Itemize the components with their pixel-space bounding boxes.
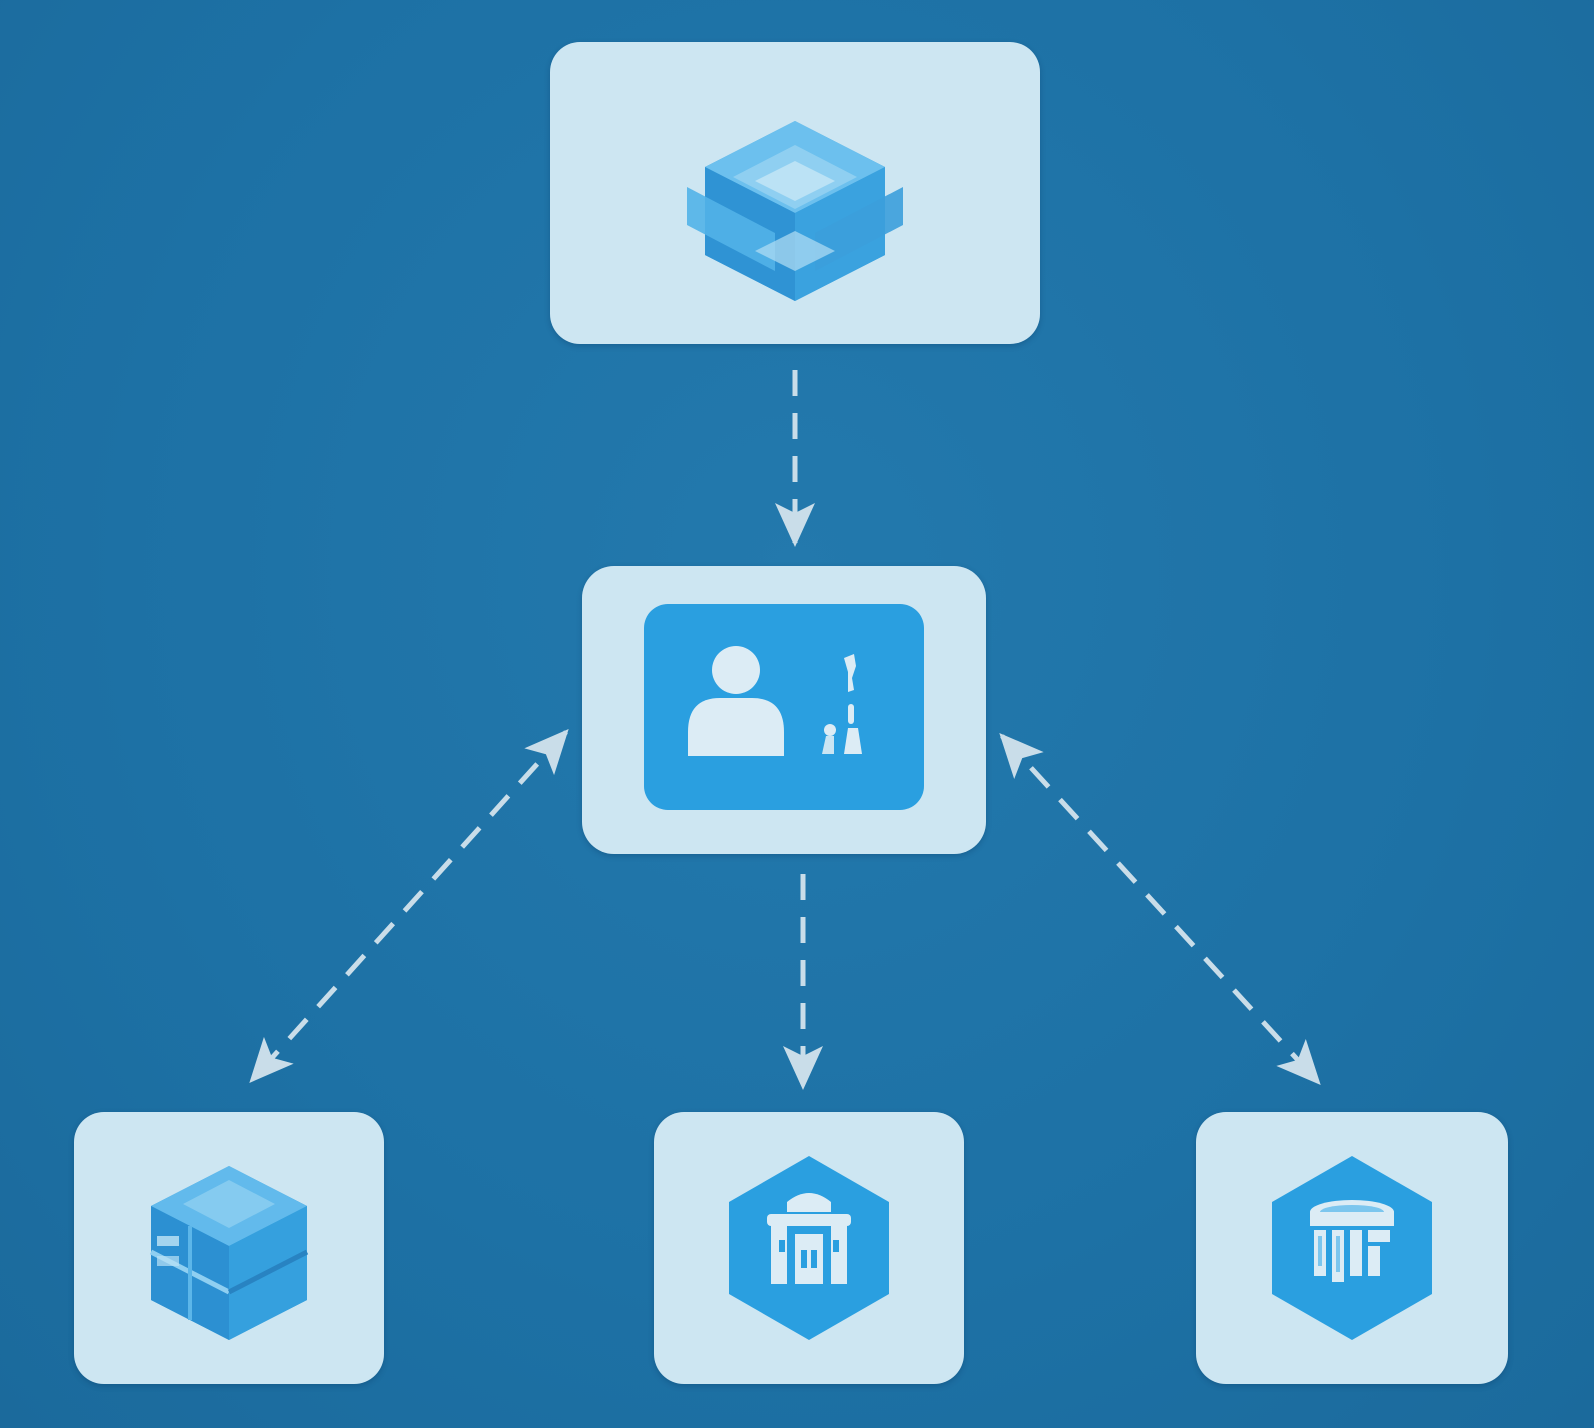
node-bottom-middle — [654, 1112, 964, 1384]
building-hexagon-icon — [729, 1156, 889, 1340]
connector-center-bottom-left — [249, 729, 569, 1083]
isometric-cube-icon — [687, 121, 903, 301]
user-profile-icon — [644, 604, 924, 810]
node-bottom-left — [74, 1112, 384, 1384]
node-center — [582, 566, 986, 854]
connector-center-bottom-right — [999, 733, 1321, 1085]
server-hexagon-icon — [1272, 1156, 1432, 1340]
stacked-blocks-icon — [149, 1166, 309, 1340]
node-bottom-right — [1196, 1112, 1508, 1384]
node-top — [550, 42, 1040, 344]
